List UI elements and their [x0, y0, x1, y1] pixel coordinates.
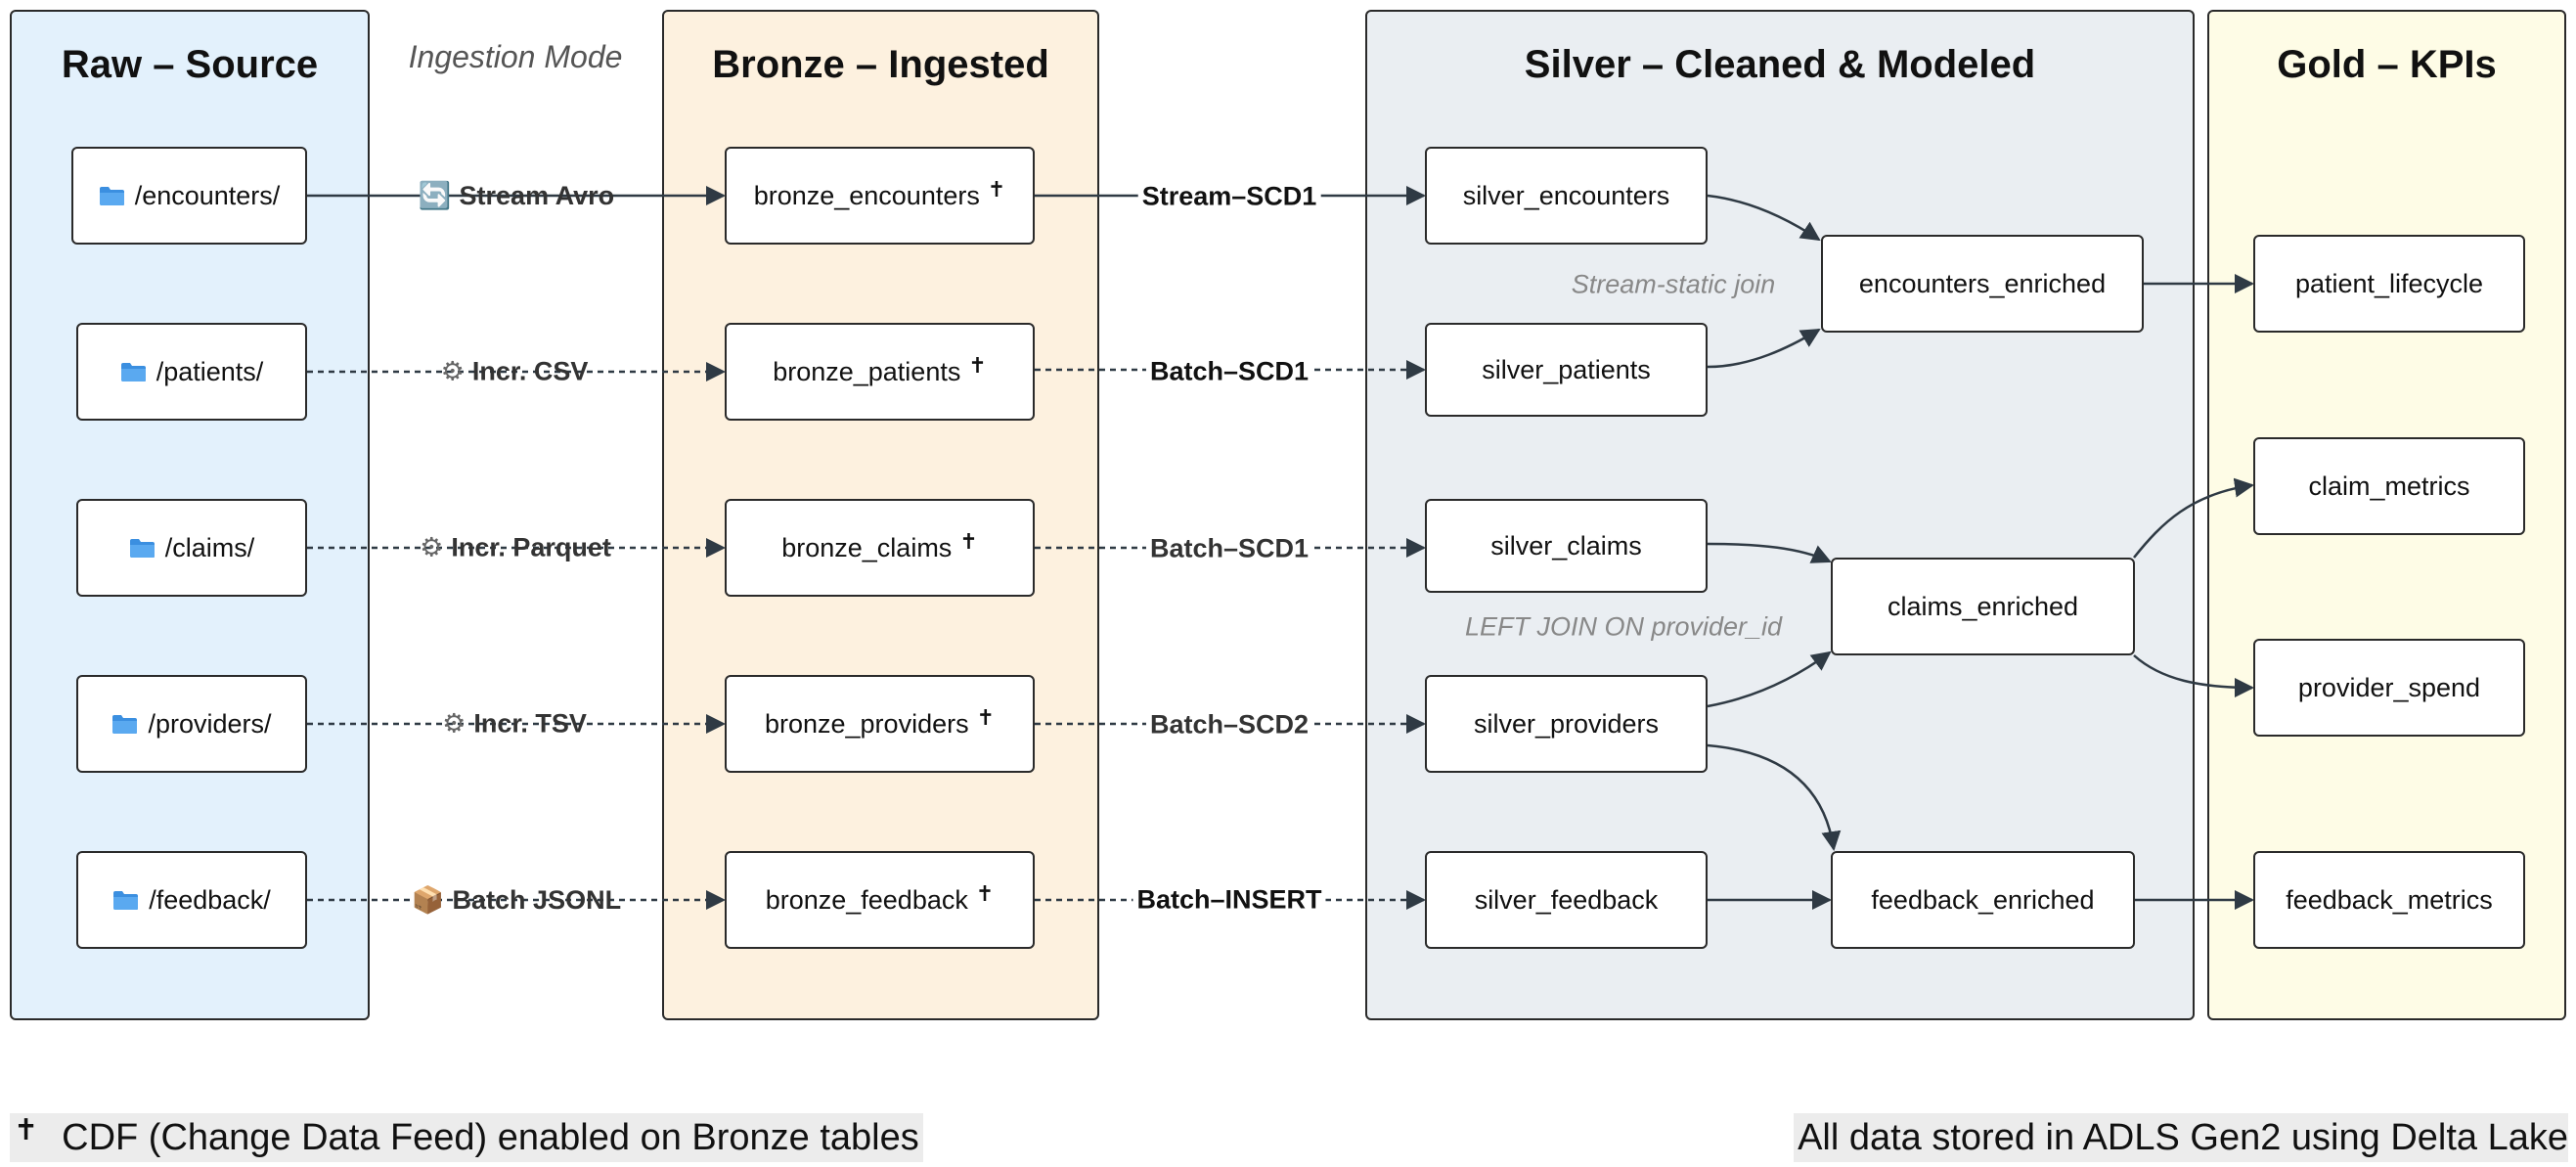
silver-node-encounters[interactable]: silver_encounters [1425, 147, 1708, 245]
folder-icon [129, 538, 155, 558]
bronze-node-label: bronze_patients [773, 356, 961, 386]
load-label-claims: Batch–SCD1 [1145, 533, 1313, 564]
ingest-label-patients: ⚙ Incr. CSV [437, 357, 593, 387]
cdf-dagger-icon: ✝ [14, 1113, 39, 1146]
folder-icon [120, 362, 146, 382]
gold-node-label: feedback_metrics [2286, 884, 2493, 915]
ingest-label-feedback: 📦 Batch JSONL [408, 884, 625, 916]
edge-silver-providers-to-claims-enriched [1707, 651, 1832, 708]
bronze-node-encounters[interactable]: bronze_encounters ✝ [725, 147, 1035, 245]
raw-node-label: /feedback/ [149, 884, 271, 915]
bronze-node-label: bronze_providers [764, 708, 969, 739]
gear-icon: ⚙ [420, 532, 444, 562]
gold-node-label: provider_spend [2297, 672, 2481, 702]
raw-node-label: /patients/ [155, 356, 264, 386]
ingest-mode-text: Incr. CSV [471, 356, 589, 386]
raw-node-label: /claims/ [164, 532, 255, 562]
gear-icon: ⚙ [442, 708, 466, 739]
bronze-node-label: bronze_encounters [753, 180, 980, 210]
ingest-label-claims: ⚙ Incr. Parquet [416, 533, 615, 563]
edge-claims-enriched-to-spend [2133, 654, 2254, 697]
ingest-mode-text: Batch JSONL [452, 884, 622, 915]
folder-icon [112, 714, 138, 734]
load-label-providers: Batch–SCD2 [1145, 709, 1313, 741]
ingest-label-providers: ⚙ Incr. TSV [438, 709, 591, 740]
silver-lane-title: Silver – Cleaned & Modeled [1524, 43, 2036, 86]
feedback-enriched-node[interactable]: feedback_enriched [1831, 851, 2135, 949]
gold-node-claim-metrics[interactable]: claim_metrics [2253, 437, 2525, 535]
bronze-node-label: bronze_feedback [765, 884, 968, 915]
ingest-mode-text: Incr. TSV [473, 708, 587, 739]
cdf-footnote: ✝ CDF (Change Data Feed) enabled on Bron… [10, 1113, 923, 1162]
cdf-footnote-text: CDF (Change Data Feed) enabled on Bronze… [62, 1116, 919, 1158]
bronze-node-claims[interactable]: bronze_claims✝ [725, 499, 1035, 597]
enriched-node-label: claims_enriched [1887, 591, 2079, 621]
raw-node-providers[interactable]: /providers/ [76, 675, 307, 773]
folder-icon [99, 186, 124, 205]
cdf-dagger-icon: ✝ [975, 881, 995, 906]
edge-claims-enriched-to-metrics [2133, 477, 2254, 559]
gold-node-patient-lifecycle[interactable]: patient_lifecycle [2253, 235, 2525, 333]
raw-node-encounters[interactable]: /encounters/ [71, 147, 307, 245]
silver-node-claims[interactable]: silver_claims [1425, 499, 1708, 593]
edge-silver-providers-to-feedback-enriched [1707, 743, 1842, 851]
raw-node-claims[interactable]: /claims/ [76, 499, 307, 597]
edge-silver-encounters-to-enriched [1707, 194, 1821, 242]
silver-node-providers[interactable]: silver_providers [1425, 675, 1708, 773]
ingest-label-encounters: 🔄 Stream Avro [415, 180, 618, 211]
bronze-node-label: bronze_claims [781, 532, 953, 562]
raw-node-label: /encounters/ [134, 180, 281, 210]
silver-node-patients[interactable]: silver_patients [1425, 323, 1708, 417]
silver-node-label: silver_patients [1482, 354, 1651, 384]
load-label-feedback: Batch–INSERT [1133, 884, 1326, 916]
silver-node-label: silver_encounters [1462, 180, 1670, 210]
package-icon: 📦 [411, 885, 445, 915]
claims-enriched-node[interactable]: claims_enriched [1831, 558, 2135, 655]
cdf-dagger-icon: ✝ [968, 353, 987, 378]
gold-node-label: patient_lifecycle [2294, 268, 2484, 298]
cdf-dagger-icon: ✝ [987, 177, 1006, 202]
bronze-node-feedback[interactable]: bronze_feedback ✝ [725, 851, 1035, 949]
ingest-mode-text: Stream Avro [459, 180, 615, 210]
ingestion-mode-header: Ingestion Mode [408, 39, 623, 74]
load-label-patients: Batch–SCD1 [1145, 356, 1313, 387]
cdf-dagger-icon: ✝ [976, 705, 996, 730]
raw-node-label: /providers/ [148, 708, 272, 739]
edge-silver-claims-to-enriched [1707, 542, 1832, 563]
gear-icon: ⚙ [440, 356, 465, 386]
bronze-node-providers[interactable]: bronze_providers ✝ [725, 675, 1035, 773]
gold-lane-title: Gold – KPIs [2277, 43, 2497, 86]
sync-icon: 🔄 [418, 181, 452, 210]
cdf-dagger-icon: ✝ [959, 529, 978, 554]
gold-node-feedback-metrics[interactable]: feedback_metrics [2253, 851, 2525, 949]
encounters-enriched-node[interactable]: encounters_enriched [1821, 235, 2144, 333]
raw-lane-title: Raw – Source [61, 43, 319, 86]
ingest-mode-text: Incr. Parquet [451, 532, 611, 562]
gold-node-provider-spend[interactable]: provider_spend [2253, 639, 2525, 737]
bronze-node-patients[interactable]: bronze_patients ✝ [725, 323, 1035, 421]
stream-static-join-note: Stream-static join [1571, 269, 1776, 299]
enriched-node-label: encounters_enriched [1858, 268, 2107, 298]
raw-node-patients[interactable]: /patients/ [76, 323, 307, 421]
silver-node-label: silver_claims [1490, 530, 1642, 561]
silver-node-feedback[interactable]: silver_feedback [1425, 851, 1708, 949]
load-label-encounters: Stream–SCD1 [1137, 181, 1321, 212]
gold-node-label: claim_metrics [2308, 471, 2470, 501]
silver-node-label: silver_feedback [1474, 884, 1659, 915]
silver-node-label: silver_providers [1473, 708, 1660, 739]
enriched-node-label: feedback_enriched [1871, 884, 2095, 915]
folder-icon [113, 890, 139, 910]
raw-node-feedback[interactable]: /feedback/ [76, 851, 307, 949]
storage-footnote: All data stored in ADLS Gen2 using Delta… [1794, 1113, 2568, 1162]
bronze-lane-title: Bronze – Ingested [712, 43, 1049, 86]
edge-silver-patients-to-enriched [1707, 328, 1821, 369]
left-join-note: LEFT JOIN ON provider_id [1464, 611, 1783, 642]
